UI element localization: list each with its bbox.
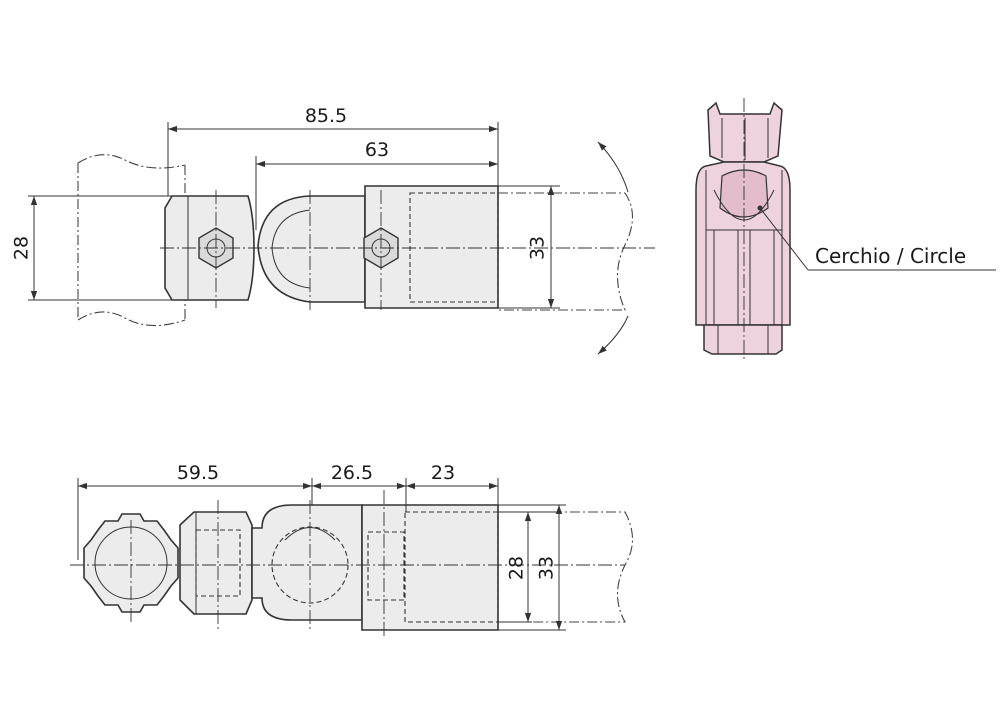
callout-leader [759, 207, 809, 271]
top-hinge-knuckle [257, 195, 366, 303]
bottom-tube-socket-hidden [404, 511, 499, 623]
top-dim-right-height: 33 [527, 236, 549, 260]
bottom-arm-hidden-a [367, 531, 405, 601]
top-phantom-tube-left [77, 154, 186, 327]
top-dim-inner: 63 [365, 139, 389, 161]
top-dim-left-height: 28 [11, 236, 33, 260]
bottom-clamp-block [179, 511, 253, 615]
top-rotation-arrow-down [597, 315, 629, 355]
top-phantom-tube-right [498, 192, 634, 311]
bottom-dim-outer-height: 33 [536, 556, 558, 580]
bottom-dim-inner-height: 28 [506, 556, 528, 580]
callout-label: Cerchio / Circle [815, 244, 966, 268]
bottom-dim-right: 23 [431, 462, 455, 484]
end-view: Cerchio / Circle [695, 98, 996, 360]
top-rotation-arrow-up [597, 141, 629, 193]
bottom-yoke [251, 504, 363, 621]
bottom-dim-middle: 26.5 [331, 462, 373, 484]
top-side-view: 85.5 63 28 33 [11, 105, 655, 355]
bottom-dim-left: 59.5 [177, 462, 219, 484]
top-dim-overall: 85.5 [305, 105, 347, 127]
bottom-tube-profile [83, 513, 179, 613]
bottom-top-view: 59.5 26.5 23 28 33 [70, 462, 634, 636]
callout-dot [757, 205, 763, 211]
top-tube-socket-hidden [409, 192, 499, 303]
end-view-bottom-foot [703, 324, 783, 355]
bottom-arm [361, 504, 499, 631]
